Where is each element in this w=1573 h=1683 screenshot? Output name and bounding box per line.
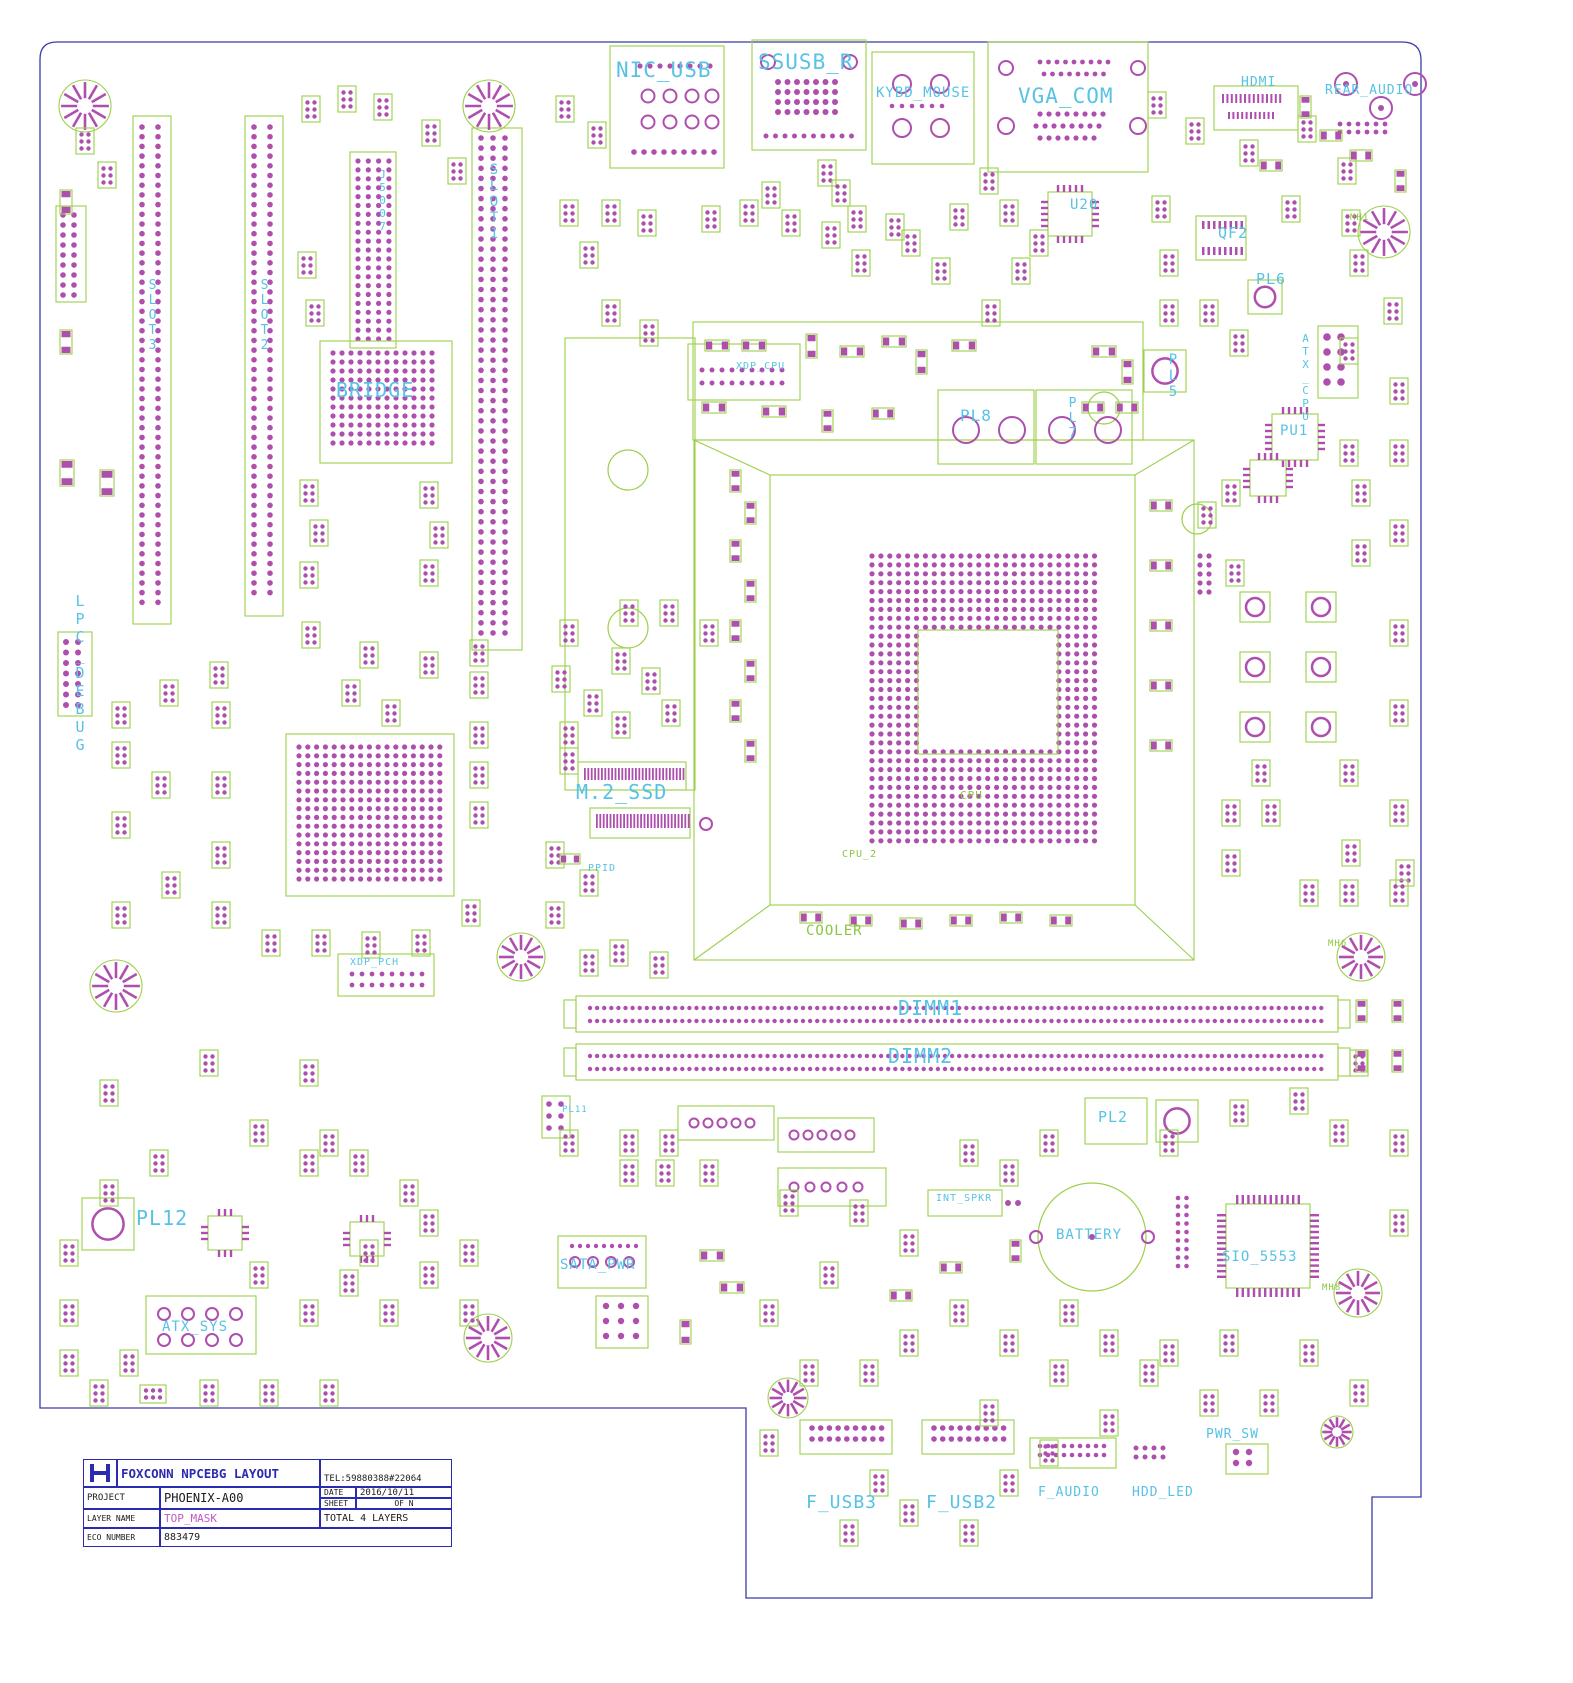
foxconn-logo [90, 1464, 110, 1482]
titleblock-company: FOXCONN NPCEBG LAYOUT [117, 1459, 320, 1487]
titleblock-total-layers: TOTAL 4 LAYERS [320, 1509, 452, 1528]
titleblock-project-value: PHOENIX-A00 [160, 1487, 320, 1509]
titleblock-date-label: DATE [320, 1487, 356, 1498]
title-block: FOXCONN NPCEBG LAYOUT TEL:59880388#22064… [83, 1459, 452, 1547]
titleblock-eco-value: 883479 [160, 1528, 452, 1547]
titleblock-project-label: PROJECT [83, 1487, 160, 1509]
titleblock-sheet-label: SHEET [320, 1498, 356, 1509]
titleblock-sheet-value: OF N [356, 1498, 452, 1509]
board-outline [39, 41, 1422, 1599]
pcb-components-layer [55, 39, 1427, 1547]
titleblock-date-value: 2016/10/11 [356, 1487, 452, 1498]
titleblock-layer-label: LAYER NAME [83, 1509, 160, 1528]
foxconn-logo-cell [83, 1459, 117, 1487]
titleblock-tel: TEL:59880388#22064 [320, 1459, 452, 1487]
titleblock-layer-value: TOP_MASK [160, 1509, 320, 1528]
titleblock-eco-label: ECO NUMBER [83, 1528, 160, 1547]
